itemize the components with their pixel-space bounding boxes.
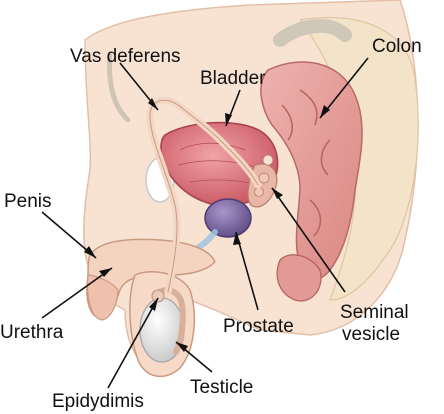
epididymis-head xyxy=(151,289,165,303)
seminal-bump-3 xyxy=(262,154,274,166)
label-seminal-line1: Seminal xyxy=(340,302,409,323)
epididymis-shape xyxy=(152,287,186,355)
colon-fold-4 xyxy=(281,104,294,141)
label-bladder: Bladder xyxy=(200,68,266,89)
abdominal-tube xyxy=(273,18,352,47)
prostate-shape xyxy=(204,198,252,238)
rectum xyxy=(276,254,322,302)
colon-fold-1 xyxy=(299,89,318,126)
arrowhead-colon xyxy=(320,105,330,118)
arrowhead-penis xyxy=(84,246,96,258)
arrowhead-urethra xyxy=(99,268,112,277)
bladder-texture-1 xyxy=(179,142,246,151)
colon-fold-3 xyxy=(309,199,322,237)
pointer-prostate xyxy=(235,231,259,311)
arrowhead-prostate xyxy=(233,232,241,245)
pointer-urethra xyxy=(41,267,113,319)
label-colon: Colon xyxy=(372,36,422,57)
arrowhead-testicle xyxy=(176,342,188,352)
arrowhead-vas-deferens xyxy=(148,98,158,110)
bladder-texture-2 xyxy=(177,160,259,169)
pointer-colon xyxy=(319,57,369,119)
label-testicle: Testicle xyxy=(190,377,253,398)
glans xyxy=(86,274,119,321)
pointer-seminal-vesicle xyxy=(271,187,346,293)
label-penis: Penis xyxy=(4,191,52,212)
arrowhead-bladder xyxy=(225,113,232,126)
pointer-epididymis xyxy=(107,297,159,389)
label-seminal-line2: vesicle xyxy=(342,324,400,345)
arrowhead-seminal-vesicle xyxy=(272,188,283,199)
arrowhead-epididymis xyxy=(149,298,158,311)
abdominal-wall-curve xyxy=(107,52,131,123)
seminal-bump-2 xyxy=(254,187,264,197)
colon-fold-2 xyxy=(320,139,331,176)
label-prostate: Prostate xyxy=(223,316,294,337)
label-vas-deferens: Vas deferens xyxy=(70,46,181,67)
seminal-bump-1 xyxy=(258,172,270,184)
label-urethra: Urethra xyxy=(0,322,64,343)
label-epididymis: Epidydimis xyxy=(52,391,144,412)
